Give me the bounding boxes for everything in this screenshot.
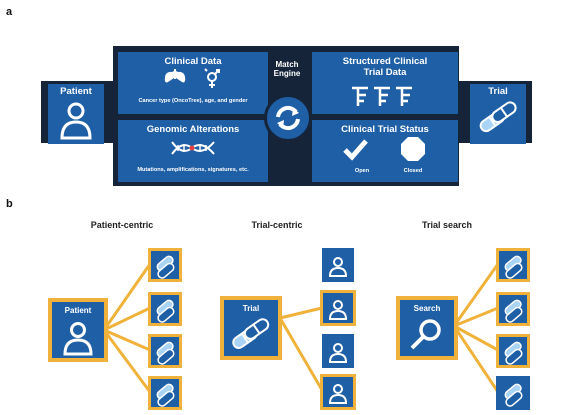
pill-icon [156,383,175,407]
check-icon [343,139,368,161]
structured-trial-title: Structured Clinical Trial Data [342,56,428,78]
match-engine-circle [264,94,312,142]
ts-pill-tile-3 [496,334,530,368]
magnifier-icon [410,319,441,350]
trial-search-header: Trial search [421,220,473,230]
clinical-data-box: Clinical Data Cancer type (OncoTree), ag… [118,52,268,114]
clinical-data-subtitle: Cancer type (OncoTree), age, and gender [138,98,248,104]
genomic-subtitle: Mutations, amplifications, signatures, e… [137,167,249,173]
person-icon [63,322,93,356]
trial-label: Trial [488,86,508,97]
pill-icon [504,255,523,279]
ts-pill-tile-1 [496,248,530,282]
gender-icon [204,68,220,88]
trial-status-box: Clinical Trial Status Open Closed [312,120,458,182]
pc-pill-tile-2 [148,292,182,326]
match-engine-label: Match Engine [273,60,301,78]
patient-centric-main-tile: Patient [48,298,108,362]
trial-centric-main-tile: Trial [220,296,282,360]
pill-icon [232,318,270,349]
trial-centric-tile-label: Trial [242,304,260,313]
tree-icons [352,86,412,106]
person-icon [328,257,348,277]
person-icon [328,343,348,363]
trial-search-main-tile: Search [396,296,458,360]
pc-pill-tile-1 [148,248,182,282]
pill-icon [156,299,175,323]
panel-b-label: b [6,198,13,210]
pill-icon [504,341,523,365]
status-closed-label: Closed [403,168,423,174]
patient-centric-tile-label: Patient [64,306,92,315]
patient-box: Patient [48,84,104,144]
pill-icon [156,341,175,365]
structured-trial-box: Structured Clinical Trial Data [312,52,458,114]
ts-pill-tile-4 [496,376,530,410]
trial-search-tile-label: Search [413,304,441,313]
lungs-icon [164,69,186,83]
tc-person-tile-2 [320,290,356,326]
tc-person-tile-4 [320,374,356,410]
trial-box: Trial [470,84,526,144]
patient-centric-header: Patient-centric [90,220,154,230]
pc-pill-tile-3 [148,334,182,368]
pc-pill-tile-4 [148,376,182,410]
octagon-icon [401,137,425,161]
person-icon [328,300,348,320]
sync-icon [276,105,300,131]
person-icon [60,102,92,140]
panel-a-label: a [6,6,13,18]
tc-person-tile-1 [322,248,354,282]
trial-centric-header: Trial-centric [251,220,303,230]
tc-person-tile-3 [322,334,354,368]
ts-pill-tile-2 [496,292,530,326]
genomic-title: Genomic Alterations [146,124,240,135]
genomic-box: Genomic Alterations Mutations, amplifica… [118,120,268,182]
dna-icon [171,141,215,155]
pill-icon [504,299,523,323]
status-open-label: Open [354,168,370,174]
patient-label: Patient [60,86,92,97]
trial-status-title: Clinical Trial Status [341,124,429,135]
person-icon [328,384,348,404]
pill-icon [156,255,175,279]
pill-icon [479,101,517,133]
pill-icon [504,383,523,407]
clinical-data-title: Clinical Data [164,56,222,67]
